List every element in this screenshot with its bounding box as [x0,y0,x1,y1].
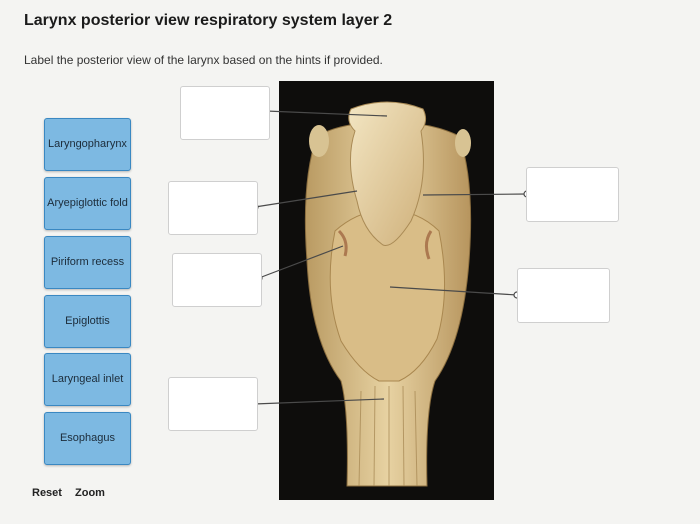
drop-zone-5[interactable] [526,167,619,222]
label-card-laryngeal-inlet[interactable]: Laryngeal inlet [44,353,131,406]
label-card-laryngopharynx[interactable]: Laryngopharynx [44,118,131,171]
label-card-esophagus[interactable]: Esophagus [44,412,131,465]
instructions-text: Label the posterior view of the larynx b… [24,53,383,67]
reset-button[interactable]: Reset [32,487,62,499]
larynx-image [279,81,494,500]
label-card-epiglottis[interactable]: Epiglottis [44,295,131,348]
drop-zone-2[interactable] [168,181,258,235]
drop-zone-6[interactable] [517,268,610,323]
page-title: Larynx posterior view respiratory system… [24,12,393,29]
drop-zone-4[interactable] [168,377,258,431]
label-card-aryepiglottic-fold[interactable]: Aryepiglottic fold [44,177,131,230]
drop-zone-3[interactable] [172,253,262,307]
label-card-piriform-recess[interactable]: Piriform recess [44,236,131,289]
larynx-illustration [304,101,472,487]
drop-zone-1[interactable] [180,86,270,140]
zoom-button[interactable]: Zoom [75,487,105,499]
